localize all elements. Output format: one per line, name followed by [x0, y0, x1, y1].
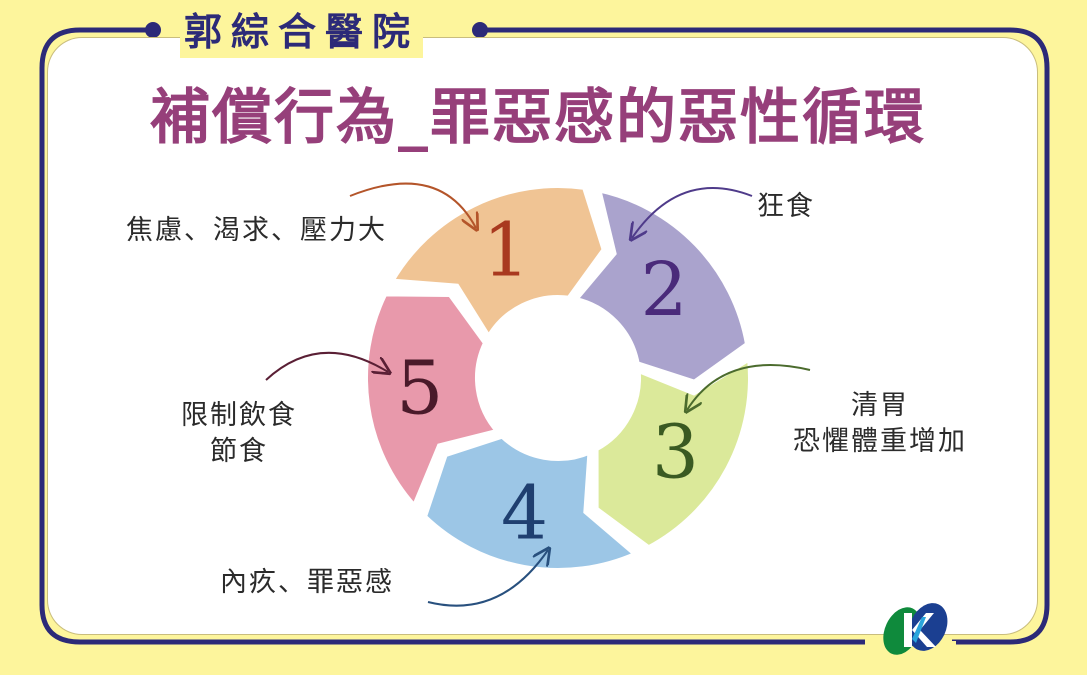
arrow-2	[632, 187, 753, 238]
step-number-4: 4	[501, 470, 548, 556]
cycle-segment-4	[420, 432, 643, 574]
page-title: 補償行為_罪惡感的惡性循環	[150, 83, 926, 153]
cycle-segment-3	[592, 352, 754, 552]
arrow-3	[687, 364, 811, 410]
arrow-1	[349, 182, 476, 228]
step-5-label-line2: 節食	[210, 436, 268, 467]
cycle-segment-5	[362, 290, 505, 513]
step-3-label-line2: 恐懼體重增加	[793, 426, 967, 457]
step-2-label: 狂食	[757, 191, 815, 222]
step-4-label: 內疚、罪惡感	[220, 567, 394, 598]
step-number-2: 2	[641, 247, 688, 333]
cycle-segment-2	[569, 185, 752, 387]
step-3-label-line1: 清胃	[851, 390, 909, 421]
hospital-name: 郭綜合醫院	[180, 6, 424, 58]
frame-dot-left	[145, 22, 161, 38]
step-5-label-line1: 限制飲食	[181, 400, 297, 431]
hospital-logo-icon	[876, 603, 956, 655]
step-3-label: 清胃 恐懼體重增加	[782, 388, 978, 460]
step-number-3: 3	[652, 409, 699, 495]
cycle-segment-1	[385, 182, 609, 344]
step-1-label: 焦慮、渴求、壓力大	[126, 215, 387, 246]
frame-dot-right	[472, 22, 488, 38]
step-number-1: 1	[483, 208, 530, 294]
step-5-label: 限制飲食 節食	[178, 398, 300, 470]
arrow-4	[427, 550, 548, 607]
arrow-5	[265, 351, 388, 381]
step-number-5: 5	[396, 346, 443, 432]
